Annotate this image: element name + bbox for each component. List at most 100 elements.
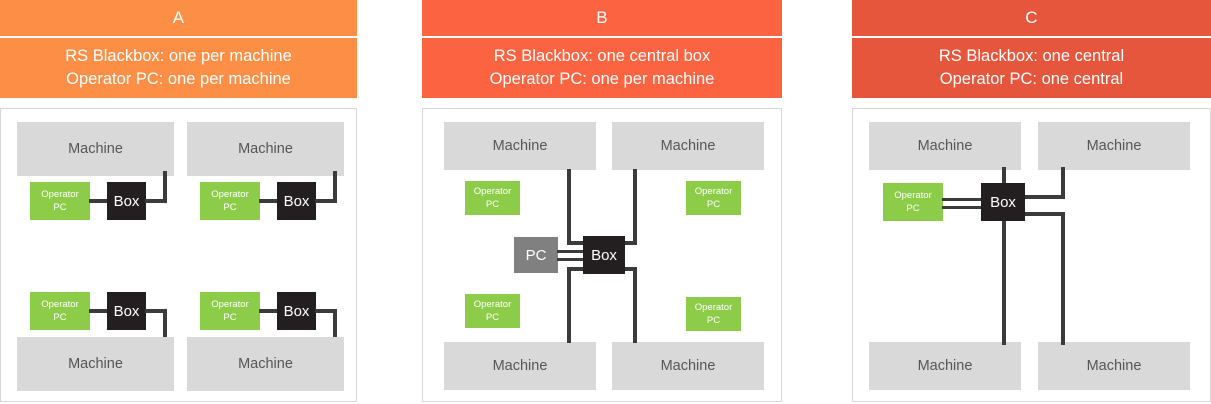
column-b-subtitle-line1: RS Blackbox: one central box	[493, 47, 711, 65]
wire-b3-vertical	[567, 269, 571, 343]
machine-c3: Machine	[869, 342, 1021, 390]
wire-a2-pc-to-box	[259, 199, 279, 203]
wire-c2-horizontal	[1025, 195, 1065, 199]
blackbox-a2-label: Box	[283, 192, 310, 210]
column-a-title: A	[172, 8, 185, 27]
column-b-subtitle: RS Blackbox: one central box Operator PC…	[422, 38, 782, 98]
machine-a4-label: Machine	[238, 356, 293, 372]
operator-pc-a3: Operator PC	[30, 292, 90, 330]
wire-b2-vertical	[633, 169, 637, 245]
column-a-subtitle-line1: RS Blackbox: one per machine	[65, 47, 292, 65]
machine-b4: Machine	[612, 342, 764, 390]
machine-b3-label: Machine	[492, 358, 548, 374]
wire-a3-box-to-elbow	[145, 309, 167, 313]
operator-pc-a1-line2: PC	[53, 202, 67, 213]
machine-c4: Machine	[1038, 342, 1190, 390]
machine-a4: Machine	[187, 337, 344, 391]
central-blackbox-c: Box	[981, 183, 1025, 221]
operator-pc-a3-line2: PC	[53, 312, 67, 323]
column-b-header: B	[422, 0, 782, 36]
blackbox-a3-label: Box	[113, 302, 140, 320]
blackbox-a4-label: Box	[283, 302, 310, 320]
column-c-panel: Machine Machine Machine Machine	[852, 108, 1211, 402]
blackbox-a3: Box	[107, 292, 146, 330]
machine-c1: Machine	[869, 122, 1021, 170]
column-a-subtitle-line2: Operator PC: one per machine	[66, 70, 291, 88]
column-b-title: B	[596, 8, 608, 27]
machine-a1: Machine	[17, 122, 174, 176]
machine-a3-label: Machine	[68, 356, 123, 372]
wire-a4-pc-to-box	[259, 309, 279, 313]
operator-pc-a2-line1: Operator	[211, 189, 249, 200]
central-blackbox-b: Box	[583, 236, 625, 274]
machine-c1-label: Machine	[917, 138, 973, 154]
wire-a1-pc-to-box	[89, 199, 109, 203]
column-c: C RS Blackbox: one central Operator PC: …	[852, 0, 1211, 404]
operator-pc-b4-line1: Operator	[694, 302, 733, 313]
operator-pc-b4: Operator PC	[686, 297, 741, 331]
machine-a2-label: Machine	[238, 141, 293, 157]
operator-pc-b1-line2: PC	[485, 199, 500, 210]
wire-b1-vertical	[567, 169, 571, 245]
column-b-panel: Machine Machine Machine Machine Operator…	[422, 108, 782, 402]
wire-a4-elbow-to-machine	[333, 309, 337, 339]
operator-pc-a2-line2: PC	[223, 202, 237, 213]
wire-c-pc-to-box-lower	[942, 206, 998, 209]
wire-a1-box-to-elbow	[145, 199, 167, 203]
wire-b-pc-to-box-lower	[557, 258, 589, 261]
operator-pc-a1: Operator PC	[30, 182, 90, 220]
wire-a4-box-to-elbow	[315, 309, 337, 313]
wire-b1-horizontal	[567, 241, 589, 245]
operator-pc-a3-line1: Operator	[41, 299, 79, 310]
wire-b3-horizontal	[567, 267, 589, 271]
operator-pc-b1: Operator PC	[465, 181, 520, 215]
machine-c3-label: Machine	[917, 358, 973, 374]
machine-c4-label: Machine	[1086, 358, 1142, 374]
operator-pc-b3-line1: Operator	[473, 299, 512, 310]
wire-c4-horizontal	[1025, 212, 1065, 216]
machine-b2: Machine	[612, 122, 764, 170]
column-c-subtitle: RS Blackbox: one central Operator PC: on…	[852, 38, 1211, 98]
wire-c3-vertical	[1002, 219, 1006, 345]
operator-pc-a1-line1: Operator	[41, 189, 79, 200]
column-c-subtitle-line2: Operator PC: one central	[939, 70, 1124, 88]
column-c-header: C	[852, 0, 1211, 36]
wire-a3-pc-to-box	[89, 309, 109, 313]
operator-pc-b2-line1: Operator	[694, 186, 733, 197]
central-pc-b: PC	[514, 237, 558, 273]
wire-a2-box-to-elbow	[315, 199, 337, 203]
blackbox-a2: Box	[277, 182, 316, 220]
wire-c1-vertical	[1002, 167, 1006, 189]
central-blackbox-c-label: Box	[990, 193, 1016, 211]
wire-b2-horizontal	[617, 241, 637, 245]
wire-c2-vertical	[1061, 167, 1065, 197]
wire-b4-horizontal	[617, 267, 637, 271]
machine-b2-label: Machine	[660, 138, 716, 154]
operator-pc-b4-line2: PC	[706, 315, 721, 326]
column-c-subtitle-line1: RS Blackbox: one central	[938, 47, 1125, 65]
machine-a3: Machine	[17, 337, 174, 391]
column-a-header: A	[0, 0, 357, 36]
column-a-panel: Machine Operator PC Box Machine Operator…	[0, 108, 357, 402]
operator-pc-a2: Operator PC	[200, 182, 260, 220]
machine-b1: Machine	[444, 122, 596, 170]
column-a: A RS Blackbox: one per machine Operator …	[0, 0, 357, 404]
operator-pc-b3: Operator PC	[465, 294, 520, 328]
wire-a2-elbow-to-machine	[333, 171, 337, 201]
wire-a1-elbow-to-machine	[163, 171, 167, 201]
wire-a3-elbow-to-machine	[163, 309, 167, 339]
column-b-subtitle-line2: Operator PC: one per machine	[489, 70, 715, 88]
blackbox-a1-label: Box	[113, 192, 140, 210]
central-blackbox-b-label: Box	[591, 246, 617, 264]
operator-pc-b2: Operator PC	[686, 181, 741, 215]
column-b: B RS Blackbox: one central box Operator …	[422, 0, 782, 404]
machine-b1-label: Machine	[492, 138, 548, 154]
operator-pc-b2-line2: PC	[706, 199, 721, 210]
operator-pc-a4-line2: PC	[223, 312, 237, 323]
operator-pc-b3-line2: PC	[485, 312, 500, 323]
wire-b-pc-to-box-upper	[557, 250, 589, 253]
wire-c-pc-to-box-upper	[942, 198, 998, 201]
machine-a2: Machine	[187, 122, 344, 176]
operator-pc-c: Operator PC	[883, 183, 943, 221]
